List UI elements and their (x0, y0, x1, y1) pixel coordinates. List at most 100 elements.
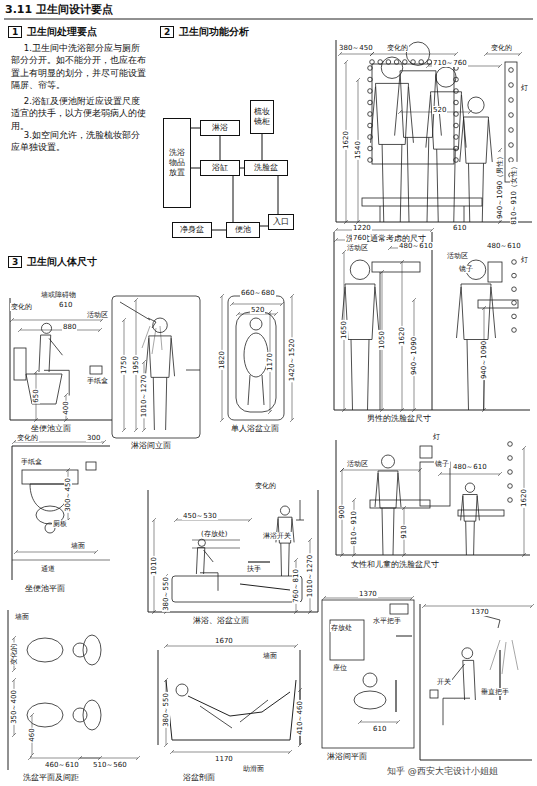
drawing-stroke (18, 328, 102, 332)
dimension-label: 垂直把手 (480, 688, 510, 696)
process-box: 洗脸盆 (244, 160, 288, 176)
dimension-label: 380～550 (162, 692, 170, 728)
drawing-stroke (158, 650, 300, 745)
drawing-stroke (12, 446, 110, 580)
drawing-stroke (8, 610, 9, 770)
process-box: 浴缸 (200, 160, 240, 176)
dimension-label: 480～610 (452, 463, 488, 471)
dimension-label: 墙面 (14, 613, 30, 621)
drawing-stroke (484, 52, 522, 56)
figure-part (382, 455, 395, 468)
drawing-stroke (400, 71, 436, 138)
figure-caption: 坐便池平面 (24, 584, 66, 593)
box-label: 梳妆镜柜 (253, 107, 271, 127)
figure-part (468, 97, 484, 113)
dimension-label: 1420～1520 (288, 338, 296, 383)
flow-connector (191, 168, 200, 169)
dimension-label: 1950 (132, 355, 140, 375)
drawing-stroke (490, 640, 518, 674)
dimension-label: 1010 (150, 556, 158, 576)
figure-caption: 淋浴、浴盆立面 (192, 616, 250, 625)
drawing-stroke (39, 335, 51, 372)
fixture-outline (172, 576, 302, 602)
dimension-label: 通道 (40, 565, 56, 573)
dimension-label: 变化的 (386, 44, 409, 52)
drawing-stroke (186, 370, 200, 371)
fixture-outline (112, 296, 200, 438)
flow-connector (212, 230, 226, 231)
box-label: 淋浴 (212, 123, 228, 133)
figure-caption: 男性的洗脸盆尺寸 (366, 414, 432, 423)
dimension-label: 520 (250, 306, 265, 314)
drawing-stroke (336, 40, 532, 222)
drawing-stroke (370, 52, 458, 56)
figure-part (386, 60, 391, 65)
drawing-stroke (463, 495, 477, 522)
box-label: 入口 (273, 217, 289, 227)
dimension-label: 灯 (520, 84, 529, 92)
drawing-stroke (461, 284, 491, 340)
drawing-stroke (375, 473, 401, 507)
drawing-stroke (351, 340, 369, 411)
dimension-label: 墙面 (262, 652, 278, 660)
figure-part (512, 260, 517, 265)
figure-part (350, 260, 370, 280)
figure-part (509, 143, 514, 148)
drawing-stroke (78, 756, 140, 760)
fixture-outline (430, 690, 438, 698)
figure-part (454, 158, 459, 163)
dimension-label: 墙面 (70, 542, 86, 550)
figure-caption: 单人浴盆立面 (230, 424, 280, 433)
drawing-stroke (122, 318, 126, 432)
figure-part (368, 66, 373, 71)
box-label: 净身盆 (180, 225, 204, 235)
drawing-stroke (334, 232, 530, 410)
dimension-label: 存放处 (330, 624, 353, 632)
drawing-stroke (461, 496, 480, 520)
drawing-stroke (438, 472, 502, 476)
dimension-label: 1650 (340, 320, 348, 340)
drawing-stroke (14, 550, 98, 554)
dimension-label: 活动区 (346, 460, 369, 468)
dimension-label: 镜子 (434, 460, 450, 468)
dimension-label: 450～530 (182, 512, 218, 520)
dimension-label: 1620 (398, 326, 406, 346)
figure-caption: 浴盆剖面 (182, 773, 216, 782)
dimension-label: 变化的 (10, 303, 33, 311)
dimension-label: 1540 (354, 140, 362, 160)
flow-connector (262, 134, 263, 160)
dimension-label: 镜子 (458, 265, 474, 273)
figure-part (368, 158, 373, 163)
figure-part (508, 470, 513, 475)
dimension-label: 940～1090（男性） (496, 152, 504, 220)
dimension-label: 1670 (214, 637, 234, 645)
figure-part (370, 60, 375, 65)
box-label: 便池 (235, 225, 251, 235)
section-number: 3 (8, 256, 22, 268)
drawing-stroke (466, 521, 475, 555)
dimension-label: 手纸盒 (86, 377, 109, 385)
dimension-label: 淋浴开关 (262, 532, 292, 540)
drawing-stroke (200, 700, 268, 728)
figure-part (454, 123, 459, 128)
figure-part (403, 60, 408, 65)
drawing-stroke (450, 664, 464, 682)
drawing-stroke (281, 543, 289, 576)
dimension-label: 460 (28, 727, 36, 742)
flow-connector (220, 136, 221, 160)
figure-part (512, 287, 517, 292)
dimension-label: 1170 (214, 755, 234, 763)
figure-part (509, 83, 514, 88)
dimension-label: 1010～1270 (140, 374, 148, 419)
dimension-label: 1750 (120, 355, 128, 375)
dimension-label: 760 (352, 234, 367, 242)
figure-part (419, 60, 424, 65)
fixture-outline (372, 262, 420, 272)
drawing-stroke (148, 490, 318, 612)
drawing-stroke (166, 680, 296, 740)
dimension-label: 380～550 (162, 576, 170, 612)
note-text: 2.浴缸及便池附近应设置尺度适宜的扶手，以方便老弱病人的使用。 (10, 95, 148, 132)
drawing-stroke (443, 698, 470, 725)
figure-part (462, 648, 473, 659)
process-box: 入口 (268, 214, 294, 230)
